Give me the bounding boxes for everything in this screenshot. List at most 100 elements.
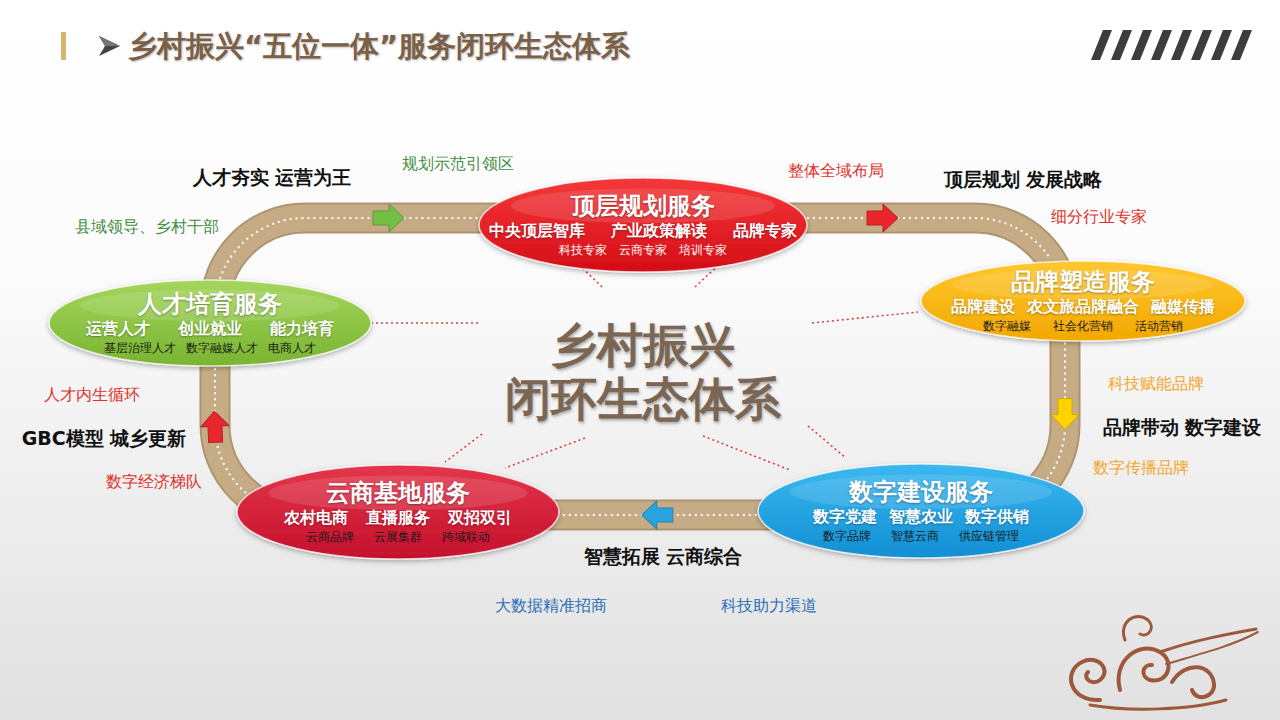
service-subitem: 云商品牌 xyxy=(306,529,354,546)
slash xyxy=(1111,30,1132,60)
connector-band xyxy=(561,502,757,528)
page-title: 乡村振兴“五位一体”服务闭环生态体系 xyxy=(128,27,630,67)
service-item: 双招双引 xyxy=(448,507,512,529)
annotation-text: 整体全域布局 xyxy=(788,161,884,182)
flow-connector xyxy=(807,204,1051,259)
service-ellipse: 数字建设服务数字党建智慧农业数字供销数字品牌智慧云商供应链管理 xyxy=(757,463,1085,559)
ellipse-gloss xyxy=(790,475,1052,510)
radial-line xyxy=(808,426,846,458)
header-bar xyxy=(61,32,66,60)
cloud-swirl xyxy=(1123,616,1151,640)
flow-label: 人才夯实 运营为王 xyxy=(193,165,352,191)
annotation-text: 数字经济梯队 xyxy=(106,472,202,493)
arrow-head xyxy=(867,204,898,232)
service-subitem: 科技专家 xyxy=(559,242,607,259)
service-item: 品牌专家 xyxy=(733,220,797,242)
radial-lines xyxy=(372,258,918,470)
connector-band xyxy=(220,218,479,279)
service-item: 数字党建 xyxy=(813,506,877,528)
flow-connector xyxy=(1047,343,1079,479)
annotation-text: 科技助力渠道 xyxy=(721,596,817,617)
service-subitem: 社会化营销 xyxy=(1053,318,1113,335)
header-marker xyxy=(99,36,120,56)
slash xyxy=(1231,30,1252,60)
connector-dots xyxy=(807,218,1051,259)
flow-label: 顶层规划 发展战略 xyxy=(944,167,1103,193)
slash xyxy=(1211,30,1232,60)
ellipse-body: 顶层规划服务中央顶层智库产业政策解读品牌专家科技专家云商专家培训专家 xyxy=(478,177,808,273)
text-row: 数字融媒 社会化营销 活动营销 xyxy=(983,318,1183,335)
radial-line xyxy=(505,438,585,468)
service-subitem: 供应链管理 xyxy=(959,528,1019,545)
service-heading: 云商基地服务 xyxy=(326,479,470,507)
service-item: 农文旅品牌融合 xyxy=(1027,296,1139,318)
connector-dots xyxy=(220,218,479,279)
annotation-text: 县域领导、乡村干部 xyxy=(75,217,219,238)
ellipse-shape xyxy=(237,465,559,559)
text-row: 运营人才创业就业能力培育 xyxy=(86,318,334,340)
service-subitem: 培训专家 xyxy=(679,242,727,259)
connector-dots xyxy=(561,514,757,516)
cloud-swirl xyxy=(1119,648,1169,690)
ellipse-shape xyxy=(921,261,1245,341)
service-subitem: 电商人才 xyxy=(268,340,316,357)
cloud-tail xyxy=(1160,629,1256,652)
ellipse-body: 人才培育服务运营人才创业就业能力培育基层治理人才数字融媒人才电商人才 xyxy=(48,279,372,367)
service-item: 数字供销 xyxy=(965,506,1029,528)
radial-line xyxy=(445,434,482,462)
text-row: 顶层规划服务 xyxy=(571,192,715,220)
radial-line xyxy=(372,322,478,324)
text-row: 农村电商直播服务双招双引 xyxy=(284,507,512,529)
service-ellipse: 云商基地服务农村电商直播服务双招双引云商品牌云展集群跨域联动 xyxy=(236,464,560,560)
cloud-swirl xyxy=(1071,660,1105,700)
arrow-head xyxy=(373,204,404,232)
ellipse-shape xyxy=(479,178,807,272)
annotation-text: 规划示范引领区 xyxy=(402,154,514,175)
header-slashes xyxy=(1091,30,1252,60)
connector-dots xyxy=(215,368,246,493)
service-heading: 数字建设服务 xyxy=(849,478,993,506)
service-item: 直播服务 xyxy=(366,507,430,529)
cloud-base xyxy=(1090,700,1226,709)
cloud-swirl xyxy=(1172,667,1214,697)
service-item: 智慧农业 xyxy=(889,506,953,528)
arrow-head xyxy=(642,501,673,529)
service-ellipse: 品牌塑造服务品牌建设农文旅品牌融合融媒传播数字融媒 社会化营销 活动营销 xyxy=(920,260,1246,342)
service-heading: 顶层规划服务 xyxy=(571,192,715,220)
service-subitem: 云商专家 xyxy=(619,242,667,259)
slash xyxy=(1191,30,1212,60)
radial-line xyxy=(703,436,790,470)
service-subitem: 活动营销 xyxy=(1135,318,1183,335)
slash xyxy=(1171,30,1192,60)
service-item: 农村电商 xyxy=(284,507,348,529)
annotation-text: 大数据精准招商 xyxy=(495,596,607,617)
text-row: 云商基地服务 xyxy=(326,479,470,507)
center-heading: 乡村振兴 闭环生态体系 xyxy=(493,318,793,427)
service-heading: 品牌塑造服务 xyxy=(1011,268,1155,296)
arrow-head xyxy=(200,411,229,443)
ellipse-shape xyxy=(758,464,1084,558)
flow-connector xyxy=(200,368,246,493)
text-row: 人才培育服务 xyxy=(138,290,282,318)
ellipse-body: 云商基地服务农村电商直播服务双招双引云商品牌云展集群跨域联动 xyxy=(236,464,560,560)
service-subitem: 跨域联动 xyxy=(442,529,490,546)
flow-connector xyxy=(561,501,757,529)
cloud-ornament xyxy=(1071,616,1258,709)
service-subitem: 基层治理人才 xyxy=(104,340,176,357)
flow-label: 品牌带动 数字建设 xyxy=(1103,415,1262,441)
ellipse-body: 品牌塑造服务品牌建设农文旅品牌融合融媒传播数字融媒 社会化营销 活动营销 xyxy=(920,260,1246,342)
slash xyxy=(1091,30,1112,60)
service-item: 运营人才 xyxy=(86,318,150,340)
annotation-text: 数字传播品牌 xyxy=(1093,458,1189,479)
connector-band xyxy=(215,368,246,493)
flow-label: 智慧拓展 云商综合 xyxy=(584,544,743,570)
text-row: 科技专家云商专家培训专家 xyxy=(559,242,727,259)
connector-band xyxy=(807,218,1051,259)
header-marker-shade xyxy=(99,36,120,46)
service-ellipse: 顶层规划服务中央顶层智库产业政策解读品牌专家科技专家云商专家培训专家 xyxy=(478,177,808,273)
service-ellipse: 人才培育服务运营人才创业就业能力培育基层治理人才数字融媒人才电商人才 xyxy=(48,279,372,367)
service-subitem: 数字融媒 xyxy=(983,318,1031,335)
text-row: 品牌建设农文旅品牌融合融媒传播 xyxy=(951,296,1215,318)
service-item: 中央顶层智库 xyxy=(489,220,585,242)
service-subitem: 数字融媒人才 xyxy=(186,340,258,357)
